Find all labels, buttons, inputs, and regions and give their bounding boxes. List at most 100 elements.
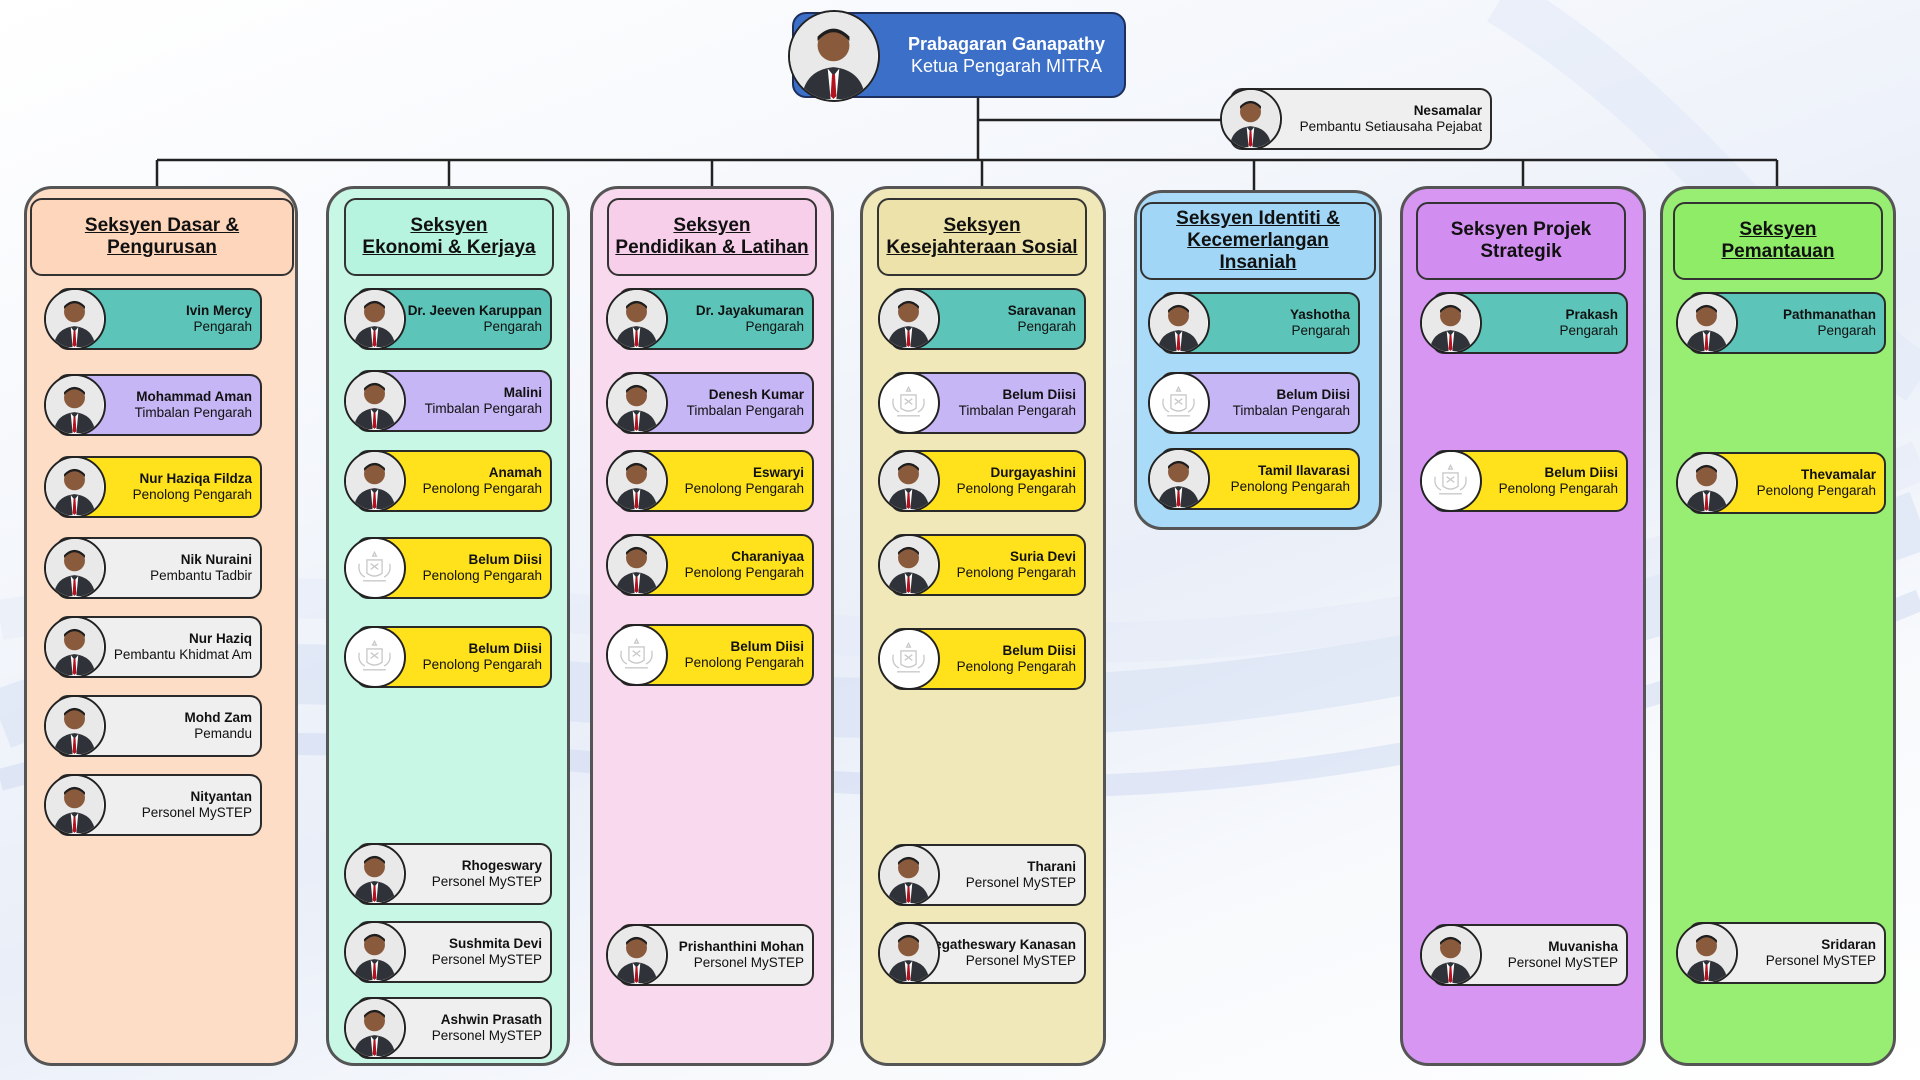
person-portrait-icon [1676,922,1738,984]
malaysia-crest-icon [344,537,406,599]
member-name: Charaniyaa [731,549,804,564]
member-role: Timbalan Pengarah [958,403,1076,418]
person-portrait-icon [606,450,668,512]
member-role: Pengarah [483,319,542,334]
section-title-line: Pendidikan & Latihan [615,237,809,258]
member-role: Personel MySTEP [965,953,1076,968]
section-title-line: Pengurusan [107,237,217,258]
person-portrait-icon [44,537,106,599]
member-name: Ashwin Prasath [440,1012,542,1027]
member-name: Ivin Mercy [185,303,252,318]
person-portrait-icon [344,843,406,905]
person-portrait-icon [344,288,406,350]
member-role: Penolong Pengarah [422,568,542,583]
person-portrait-icon [344,921,406,983]
member-name: Belum Diisi [1002,387,1076,402]
member-role: Personel MySTEP [1765,953,1876,968]
member-name: Denesh Kumar [708,387,804,402]
malaysia-crest-icon [878,372,940,434]
member-name: Mohammad Aman [136,389,252,404]
member-name: Tamil Ilavarasi [1257,463,1350,478]
member-name: Muvanisha [1548,939,1618,954]
person-portrait-icon [1676,292,1738,354]
member-role: Penolong Pengarah [956,659,1076,674]
section-title-line: Seksyen [943,215,1021,236]
member-name: Yashotha [1289,307,1350,322]
member-role: Penolong Pengarah [684,565,804,580]
person-portrait-icon [1148,292,1210,354]
member-role: Penolong Pengarah [956,565,1076,580]
member-name: Saravanan [1007,303,1076,318]
member-name: Belum Diisi [1544,465,1618,480]
director-general-name: Prabagaran Ganapathy [907,34,1106,54]
person-portrait-icon [606,924,668,986]
member-name: Prakash [1565,307,1618,322]
member-name: Malini [503,385,542,400]
person-portrait-icon [1420,292,1482,354]
member-role: Penolong Pengarah [422,481,542,496]
member-role: Penolong Pengarah [1230,479,1350,494]
person-portrait-icon [44,374,106,436]
person-portrait-icon [344,370,406,432]
member-role: Personel MySTEP [141,805,252,820]
member-role: Pengarah [193,319,252,334]
member-role: Pengarah [1817,323,1876,338]
secretary-name: Nesamalar [1413,103,1482,118]
person-portrait-icon [44,616,106,678]
member-role: Personel MySTEP [431,952,542,967]
member-name: Nur Haziqa Fildza [139,471,252,486]
member-role: Pemandu [194,726,252,741]
member-name: Rhogeswary [461,858,542,873]
person-portrait-icon [1676,452,1738,514]
person-portrait-icon [44,695,106,757]
person-portrait-icon [344,450,406,512]
member-name: Tharani [1027,859,1076,874]
member-role: Pembantu Khidmat Am [113,647,252,662]
member-role: Pengarah [745,319,804,334]
section-title-line: Pemantauan [1721,241,1835,262]
member-name: Belum Diisi [1276,387,1350,402]
member-name: Belum Diisi [468,641,542,656]
member-role: Pengarah [1559,323,1618,338]
member-name: Suria Devi [1009,549,1076,564]
section-title-line: Kesejahteraan Sosial [886,237,1078,258]
member-role: Penolong Pengarah [132,487,252,502]
person-portrait-icon [1220,88,1282,150]
section-title-line: Strategik [1480,241,1562,262]
person-portrait-icon [1420,924,1482,986]
member-role: Penolong Pengarah [1756,483,1876,498]
member-role: Personel MySTEP [965,875,1076,890]
member-name: Durgayashini [990,465,1076,480]
member-role: Penolong Pengarah [1498,481,1618,496]
person-portrait-icon [606,288,668,350]
member-name: Nur Haziq [188,631,252,646]
member-name: Nik Nuraini [180,552,252,567]
member-name: Anamah [488,465,542,480]
member-name: Prishanthini Mohan [678,939,804,954]
person-portrait-icon [44,288,106,350]
section-title-line: Kecemerlangan Insaniah [1187,230,1329,273]
